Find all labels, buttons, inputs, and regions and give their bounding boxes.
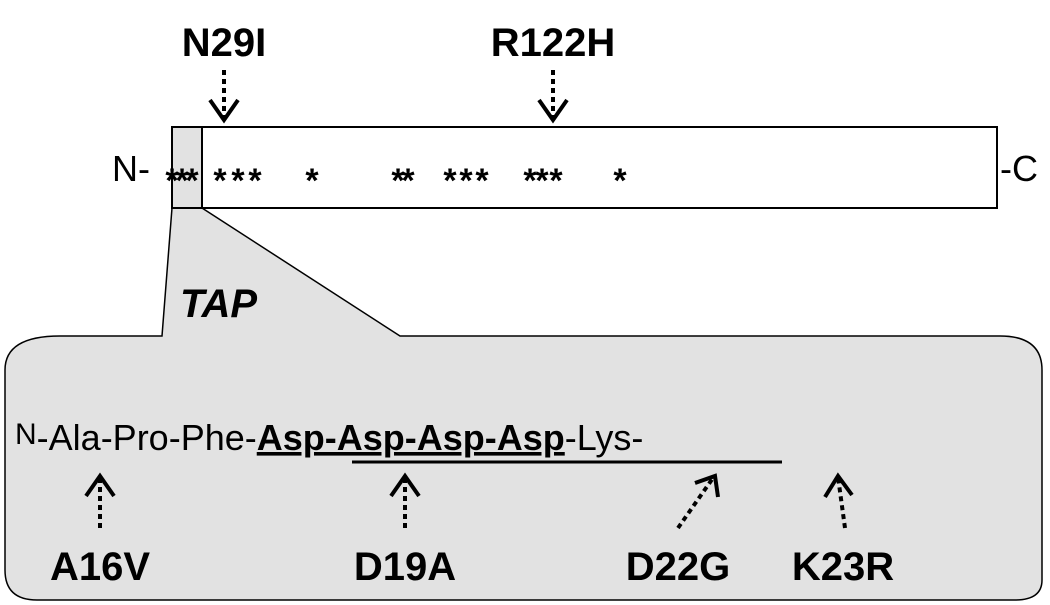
mutation-mark: *	[443, 162, 457, 200]
n-terminus-label: N-	[112, 148, 150, 189]
mutation-mark: *	[175, 162, 189, 200]
mutation-arrow-d22g	[676, 473, 720, 530]
tap-label: TAP	[180, 282, 257, 326]
mutation-mark: *	[231, 162, 245, 200]
protein-bar	[171, 126, 998, 209]
mutation-mark: *	[549, 162, 563, 200]
mutation-mark: *	[613, 162, 627, 200]
mutation-marks: ****************	[165, 162, 627, 200]
c-terminus-label: -C	[1000, 148, 1038, 189]
mutation-mark: *	[459, 162, 473, 200]
mutation-arrow-r122h	[537, 70, 569, 124]
mutation-mark: *	[248, 162, 262, 200]
sequence-residues-before: -Ala-Pro-Phe-	[37, 417, 257, 458]
mutation-mark: *	[391, 162, 405, 200]
mutation-mark: *	[165, 162, 179, 200]
mutation-arrow-d19a	[389, 472, 421, 528]
mutation-arrow-k23r	[823, 472, 854, 529]
mutation-mark: *	[185, 162, 199, 200]
mutation-mark: *	[401, 162, 415, 200]
mutation-label-d22g: D22G	[626, 545, 731, 589]
sequence-asp-motif: Asp-Asp-Asp-Asp	[257, 417, 565, 458]
sequence-residues-after: -Lys-	[565, 417, 644, 458]
mutation-mark: *	[523, 162, 537, 200]
tap-callout	[4, 207, 1043, 601]
mutation-arrow-n29i	[208, 70, 240, 124]
mutation-label-n29i: N29I	[182, 21, 267, 65]
mutation-mark: *	[535, 162, 549, 200]
mutation-mark: *	[213, 162, 227, 200]
mutation-label-d19a: D19A	[354, 545, 456, 589]
mutation-label-a16v: A16V	[50, 545, 150, 589]
sequence: N-Ala-Pro-Phe-Asp-Asp-Asp-Asp-Lys-	[15, 417, 643, 458]
mutation-mark: *	[475, 162, 489, 200]
tap-region	[171, 126, 203, 209]
sequence-n-prefix: N	[15, 418, 37, 451]
mutation-arrow-a16v	[84, 472, 116, 528]
mutation-mark: *	[305, 162, 319, 200]
mutation-label-k23r: K23R	[792, 545, 894, 589]
mutation-label-r122h: R122H	[491, 21, 616, 65]
